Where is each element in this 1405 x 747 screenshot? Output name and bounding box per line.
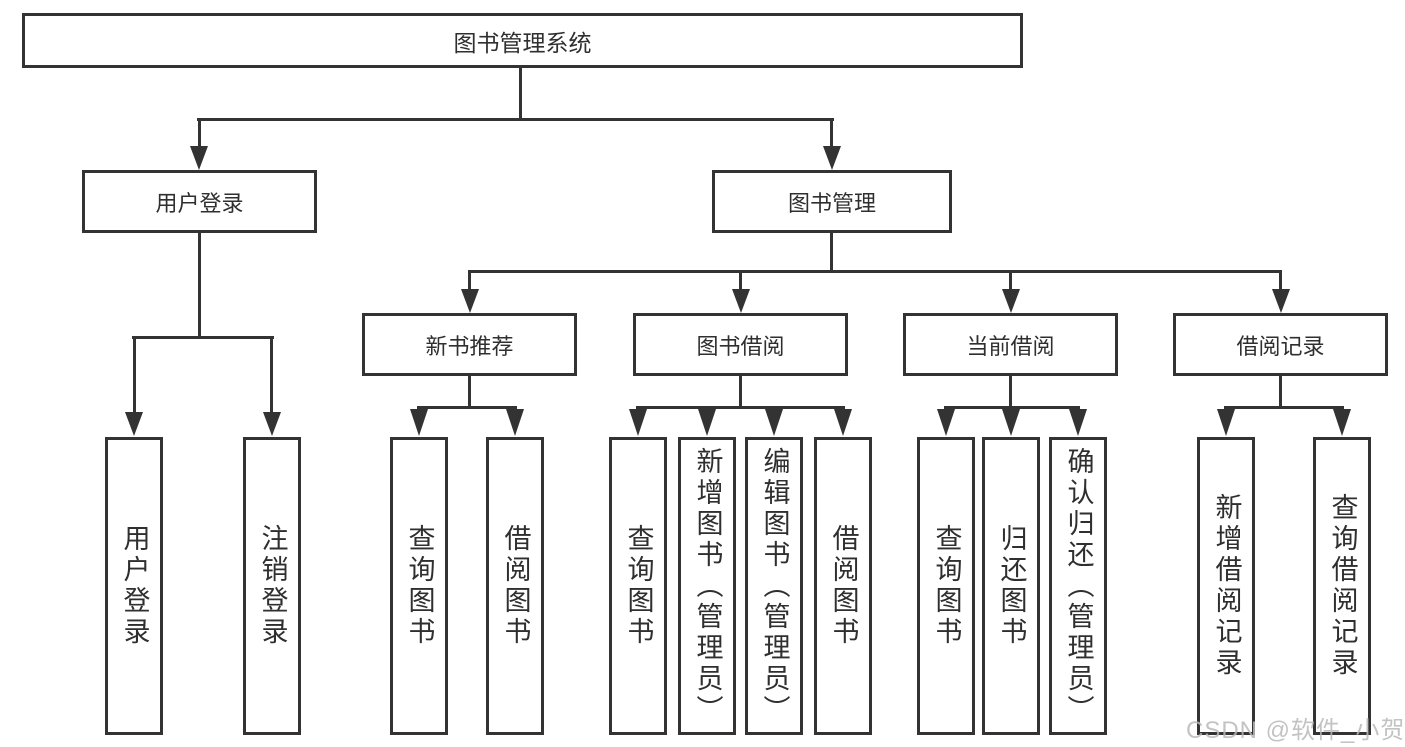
connector-stem	[830, 232, 833, 273]
leaf-query-books: 查询图书	[609, 437, 667, 735]
arrowhead-down-icon	[125, 412, 143, 436]
arrowhead-down-icon	[1333, 409, 1351, 436]
leaf-borrow-books: 借阅图书	[814, 437, 872, 735]
node-current-borrowing: 当前借阅	[903, 313, 1118, 376]
connector-root-hbar	[197, 118, 834, 121]
connector-stem	[468, 375, 471, 409]
arrowhead-down-icon	[506, 409, 524, 436]
leaf-query-books: 查询图书	[917, 437, 975, 735]
connector-hbar	[944, 406, 1080, 409]
arrowhead-down-icon	[1069, 409, 1087, 436]
connector-hbar	[132, 336, 274, 339]
arrowhead-down-icon	[1002, 409, 1020, 436]
leaf-query-books: 查询图书	[390, 437, 448, 735]
connector-hbar	[417, 406, 517, 409]
connector-drop	[270, 336, 273, 415]
leaf-borrow-books: 借阅图书	[486, 437, 544, 735]
node-book-borrowing: 图书借阅	[633, 313, 848, 376]
node-user-login: 用户登录	[82, 170, 317, 233]
leaf-add-books-admin: 新增图书（管理员）	[678, 437, 736, 735]
node-book-management: 图书管理	[712, 170, 952, 233]
arrowhead-down-icon	[698, 409, 716, 436]
arrowhead-down-icon	[629, 409, 647, 436]
csdn-watermark: CSDN @软件_小贺同学	[1186, 717, 1405, 744]
arrowhead-down-icon	[732, 289, 750, 313]
connector-stem	[739, 375, 742, 409]
node-new-book-recommend: 新书推荐	[362, 313, 577, 376]
connector-drop	[198, 118, 201, 149]
leaf-user-login: 用户登录	[105, 437, 163, 735]
connector-hbar	[1224, 406, 1344, 409]
connector-stem	[1279, 375, 1282, 409]
arrowhead-down-icon	[263, 412, 281, 436]
connector-drop	[1009, 270, 1012, 293]
connector-drop	[739, 270, 742, 293]
arrowhead-down-icon	[1217, 409, 1235, 436]
arrowhead-down-icon	[834, 409, 852, 436]
connector-stem	[198, 232, 201, 339]
connector-stem	[1009, 375, 1012, 409]
connector-drop	[468, 270, 471, 293]
arrowhead-down-icon	[190, 146, 208, 170]
connector-hbar	[636, 406, 845, 409]
node-borrowing-records: 借阅记录	[1173, 313, 1388, 376]
arrowhead-down-icon	[410, 409, 428, 436]
arrowhead-down-icon	[823, 146, 841, 170]
node-library-system: 图书管理系统	[22, 13, 1023, 68]
connector-drop	[830, 118, 833, 149]
leaf-query-borrow-record: 查询借阅记录	[1313, 437, 1371, 735]
connector-root-stem	[519, 67, 522, 121]
leaf-logout: 注销登录	[243, 437, 301, 735]
leaf-add-borrow-record: 新增借阅记录	[1197, 437, 1255, 735]
arrowhead-down-icon	[461, 289, 479, 313]
connector-drop	[133, 336, 136, 415]
leaf-confirm-return-admin: 确认归还（管理员）	[1049, 437, 1107, 735]
arrowhead-down-icon	[937, 409, 955, 436]
arrowhead-down-icon	[765, 409, 783, 436]
connector-hbar	[468, 270, 1282, 273]
arrowhead-down-icon	[1002, 289, 1020, 313]
leaf-return-books: 归还图书	[982, 437, 1040, 735]
connector-drop	[1279, 270, 1282, 293]
arrowhead-down-icon	[1272, 289, 1290, 313]
leaf-edit-books-admin: 编辑图书（管理员）	[745, 437, 803, 735]
